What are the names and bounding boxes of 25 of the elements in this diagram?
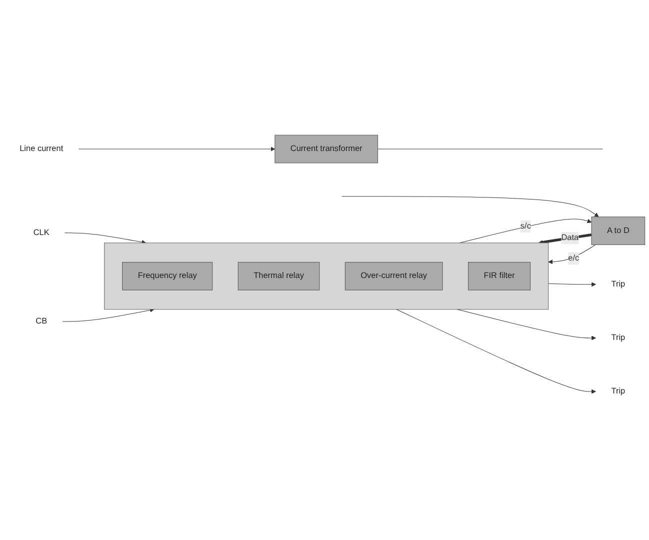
- edge-label: Data: [561, 233, 579, 242]
- arrow: [342, 196, 599, 217]
- arrow: [64, 232, 146, 244]
- node-text: Trip: [611, 386, 626, 396]
- node-text: Trip: [611, 333, 626, 342]
- node-text: CLK: [33, 228, 50, 237]
- node-box: Over-current relay: [344, 262, 443, 290]
- node-box: A to D: [591, 216, 646, 245]
- edge-label: e/c: [568, 253, 580, 262]
- connector: [377, 148, 603, 149]
- arrow: [78, 146, 276, 152]
- node-box: Thermal relay: [238, 262, 320, 290]
- arrow: [548, 282, 596, 286]
- arrow: [459, 218, 592, 243]
- node-text: CB: [36, 316, 48, 326]
- node-text: Trip: [611, 279, 626, 288]
- arrow: [396, 308, 596, 394]
- edge-label: s/c: [520, 221, 531, 230]
- node-box: Frequency relay: [122, 262, 213, 290]
- node-box: FIR filter: [468, 262, 531, 290]
- node-text: Line current: [20, 144, 64, 153]
- node-box: Current transformer: [274, 134, 378, 163]
- arrow: [457, 308, 596, 340]
- cluster: [104, 242, 549, 310]
- arrow: [62, 308, 154, 322]
